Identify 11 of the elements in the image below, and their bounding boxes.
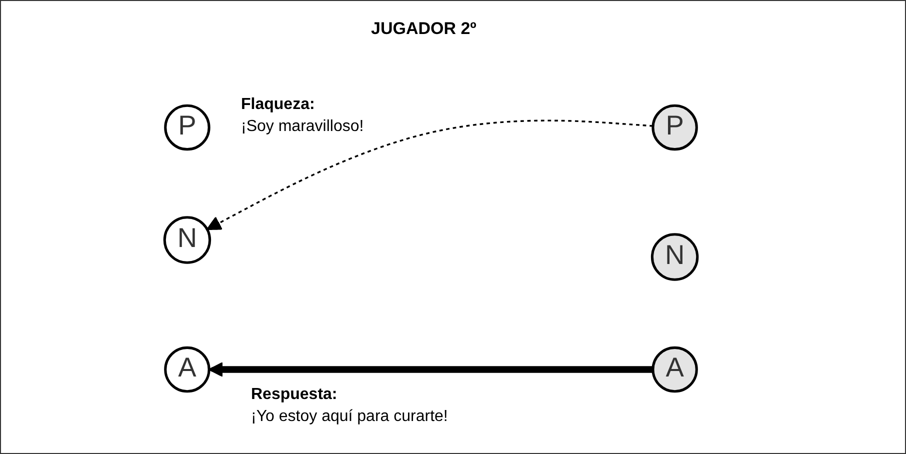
ego-state-circle: A xyxy=(164,346,210,393)
diagram-title: JUGADOR 2º xyxy=(371,19,476,39)
ego-state-circle: P xyxy=(652,104,698,151)
ego-state-circle: N xyxy=(163,216,212,264)
ego-state-circle: P xyxy=(164,104,210,151)
note-heading: Respuesta: xyxy=(251,386,338,404)
ego-state-circle: A xyxy=(652,346,698,393)
note-heading: Flaqueza: xyxy=(241,96,316,114)
note-text: ¡Yo estoy aquí para curarte! xyxy=(251,408,449,426)
note-text: ¡Soy maravilloso! xyxy=(241,118,365,136)
ego-state-circle: N xyxy=(650,233,699,281)
